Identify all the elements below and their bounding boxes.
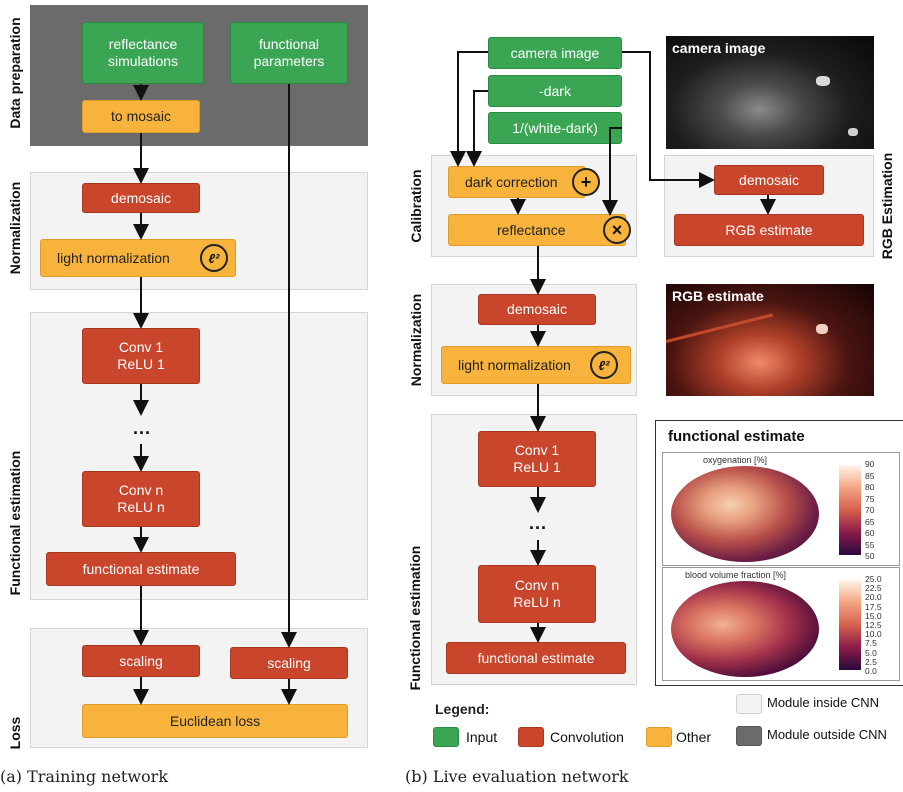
training-caption: (a) Training network [0,767,169,786]
oxygenation-tick-label: 90 [865,459,875,469]
rgb-estimate-box: RGB estimate [674,214,864,246]
legend-input-swatch [433,727,459,747]
legend-input-label: Input [466,729,498,745]
bvf-tick-label: 7.5 [865,638,877,649]
bvf-tick-label: 17.5 [865,601,882,612]
training-ellipsis: ... [133,418,152,438]
bvf-tick-label: 10.0 [865,629,882,640]
scaling-left-box: scaling [82,645,200,677]
bvf-title: blood volume fraction [%] [685,570,787,580]
bvf-tick-label: 12.5 [865,620,882,630]
training-convn-box: Conv n ReLU n [82,471,200,527]
section-label-rgb-estimation: RGB Estimation [879,152,895,260]
camera-image-box: camera image [488,37,622,69]
training-light-normalization-box: light normalization [40,239,236,277]
live-demosaic-box: demosaic [478,294,596,325]
live-l2-norm-icon: ℓ² [590,351,618,379]
oxygenation-title: oxygenation [%] [703,455,768,465]
bvf-tick-label: 0.0 [865,666,877,676]
bvf-heatmap [671,581,819,677]
to-mosaic-box: to mosaic [82,100,200,133]
legend-outside-cnn-swatch [736,726,762,746]
legend-inside-cnn-swatch [736,694,762,714]
training-demosaic-box: demosaic [82,183,200,213]
bvf-colorbar [839,580,861,670]
oxygenation-tick-label: 85 [865,470,875,481]
minus-dark-box: -dark [488,75,622,107]
oxygenation-tick-label: 75 [865,493,875,504]
section-label-calibration: Calibration [408,169,424,243]
section-label-functional-estimation: Functional estimation [7,450,23,596]
plus-icon: + [572,168,600,196]
rgb-estimate-photo: RGB estimate [666,284,874,396]
live-conv1-box: Conv 1 ReLU 1 [478,431,596,487]
legend-title: Legend: [435,701,490,717]
euclidean-loss-box: Euclidean loss [82,704,348,738]
l2-norm-icon: ℓ² [200,244,228,272]
oxygenation-tick-label: 60 [865,528,875,538]
functional-estimate-panel-title: functional estimate [668,428,805,445]
oxygenation-tick-label: 70 [865,505,875,515]
oxygenation-tick-label: 65 [865,516,875,527]
white-dark-box: 1/(white-dark) [488,112,622,144]
oxygenation-heatmap [671,466,819,562]
dark-correction-box: dark correction [448,166,586,198]
section-label-live-functional-estimation: Functional estimation [407,545,423,691]
reflectance-box: reflectance [448,214,626,246]
legend-convolution-swatch [518,727,544,747]
section-label-live-normalization: Normalization [408,293,424,387]
legend-convolution-label: Convolution [550,729,624,745]
camera-image-photo: camera image [666,36,874,149]
live-convn-box: Conv n ReLU n [478,565,596,623]
training-functional-estimate-box: functional estimate [46,552,236,586]
training-conv1-box: Conv 1 ReLU 1 [82,328,200,384]
section-label-normalization: Normalization [7,181,23,275]
functional-parameters-box: functional parameters [230,22,348,84]
oxygenation-tick-label: 50 [865,551,875,561]
live-ellipsis: ... [529,513,548,533]
oxygenation-colorbar [839,465,861,555]
bvf-tick-label: 2.5 [865,656,877,667]
reflectance-simulations-box: reflectance simulations [82,22,204,84]
oxygenation-tick-label: 55 [865,539,875,550]
bvf-tick-label: 25.0 [865,574,882,584]
legend-other-label: Other [676,729,712,745]
times-icon: × [603,216,631,244]
live-functional-estimate-box: functional estimate [446,642,626,674]
camera-image-photo-label: camera image [672,40,766,56]
section-label-loss: Loss [7,716,23,750]
live-caption: (b) Live evaluation network [405,767,629,786]
legend-inside-cnn-label: Module inside CNN [767,695,879,710]
rgb-estimate-photo-label: RGB estimate [672,288,764,304]
scaling-right-box: scaling [230,647,348,679]
bvf-tick-label: 22.5 [865,583,882,594]
oxygenation-tick-label: 80 [865,482,875,492]
bvf-tick-label: 15.0 [865,610,882,621]
legend-other-swatch [646,727,672,747]
rgb-demosaic-box: demosaic [714,165,824,195]
legend-outside-cnn-label: Module outside CNN [767,727,887,742]
bvf-tick-label: 5.0 [865,647,877,658]
bvf-tick-label: 20.0 [865,592,882,603]
section-label-data-preparation: Data preparation [7,17,23,129]
